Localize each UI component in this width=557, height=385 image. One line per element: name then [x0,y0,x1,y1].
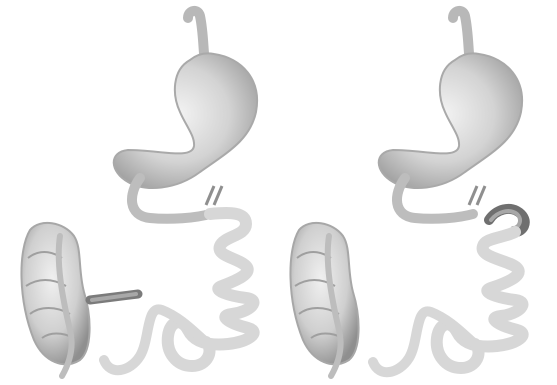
colon [290,223,358,376]
bypass-segment [90,294,138,300]
stomach [114,53,257,188]
panel-right [279,0,557,385]
colon [21,223,89,376]
staple-marker [469,186,485,205]
stomach [379,53,522,188]
small-intestine-loops [437,232,523,368]
panel-left-illustration [0,0,278,385]
staple-marker [206,186,222,205]
panel-left [0,0,278,385]
panel-right-illustration [279,0,557,385]
